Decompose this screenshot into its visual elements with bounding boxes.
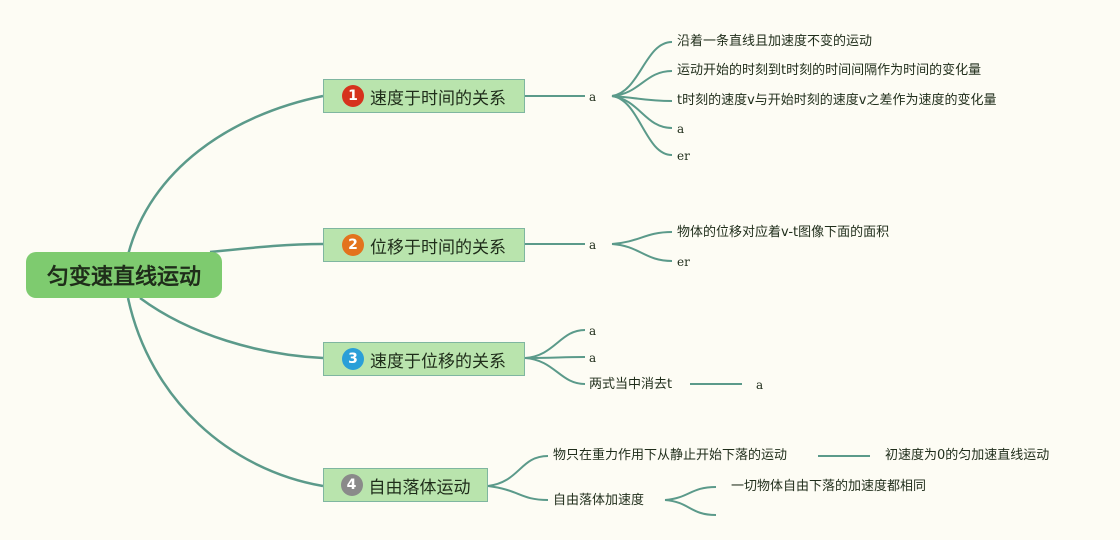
edge-topic3-child2 [524, 356, 586, 359]
edge-child42-grandchild1 [664, 486, 717, 501]
leaf-node[interactable]: t时刻的速度v与开始时刻的速度v之差作为速度的变化量 [677, 93, 997, 108]
topic-node-4[interactable]: 4 自由落体运动 [323, 468, 488, 502]
leaf-node[interactable]: 沿着一条直线且加速度不变的运动 [677, 34, 873, 49]
topic-node-1[interactable]: 1 速度于时间的关系 [323, 79, 525, 113]
leaf-node[interactable]: a [589, 324, 597, 338]
edge-topic3-child1 [524, 329, 586, 359]
edge-hub1-child1 [611, 41, 673, 97]
edge-hub1-child5 [611, 95, 673, 156]
topic-label: 自由落体运动 [368, 477, 471, 498]
number-badge-icon: 1 [342, 85, 364, 107]
edge-hub2-child2 [611, 243, 673, 262]
topic-label: 位移于时间的关系 [370, 237, 506, 258]
edge-root-topic1 [126, 94, 324, 256]
leaf-node[interactable]: 物只在重力作用下从静止开始下落的运动 [553, 448, 788, 463]
topic-node-2[interactable]: 2 位移于时间的关系 [323, 228, 525, 262]
edge-child42-grandchild2 [664, 499, 717, 516]
edge-topic3-child3 [524, 357, 586, 385]
edge-root-topic3 [139, 296, 324, 360]
leaf-node[interactable]: 两式当中消去t [589, 377, 673, 392]
topic-label: 速度于位移的关系 [370, 351, 506, 372]
leaf-node[interactable]: 物体的位移对应着v-t图像下面的面积 [677, 225, 890, 240]
hub-node-2[interactable]: a [589, 238, 597, 252]
leaf-node[interactable]: 一切物体自由下落的加速度都相同 [731, 479, 927, 494]
edge-topic4-child1 [487, 455, 549, 487]
leaf-node[interactable]: 自由落体加速度 [553, 493, 645, 508]
leaf-node[interactable]: er [677, 255, 690, 269]
topic-node-3[interactable]: 3 速度于位移的关系 [323, 342, 525, 376]
edge-root-topic2 [209, 242, 324, 254]
edge-hub2-child1 [611, 231, 673, 245]
leaf-node[interactable]: a [677, 122, 685, 136]
topic-label: 速度于时间的关系 [370, 88, 506, 109]
number-badge-icon: 4 [340, 474, 363, 496]
leaf-node[interactable]: a [589, 351, 597, 365]
leaf-node[interactable]: er [677, 149, 690, 163]
number-badge-icon: 2 [342, 234, 364, 256]
edge-topic4-child2 [487, 485, 549, 501]
leaf-node[interactable]: 初速度为0的匀加速直线运动 [885, 448, 1050, 463]
edge-hub1-child2 [611, 70, 673, 97]
hub-node-1[interactable]: a [589, 90, 597, 104]
leaf-node[interactable]: 运动开始的时刻到t时刻的时间间隔作为时间的变化量 [677, 63, 982, 78]
leaf-node[interactable]: a [756, 378, 764, 392]
root-node[interactable]: 匀变速直线运动 [26, 252, 222, 298]
number-badge-icon: 3 [342, 348, 364, 370]
edge-root-topic4 [126, 297, 324, 488]
